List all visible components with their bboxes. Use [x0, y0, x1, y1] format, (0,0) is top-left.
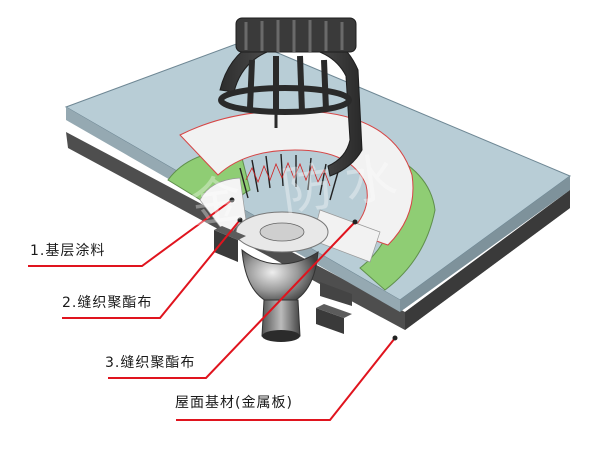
callout-dots [229, 197, 398, 341]
label-roof-substrate: 屋面基材(金属板) [175, 395, 293, 411]
metal-substrate [66, 132, 570, 330]
roof-slab-side [400, 176, 570, 312]
drain-bowl [241, 248, 319, 307]
drain-flange-inner [259, 222, 305, 242]
fabric-slits-red [245, 161, 331, 187]
callout-lines [28, 199, 396, 421]
strainer-cage [218, 17, 363, 177]
label-polyester-fabric-3: 3.缝织聚酯布 [105, 355, 196, 371]
clamp-bracket-right [316, 282, 352, 334]
label-base-coating: 1.基层涂料 [30, 243, 106, 259]
label-polyester-fabric-2: 2.缝织聚酯布 [62, 295, 153, 311]
fabric-slits [239, 153, 339, 201]
pipe-opening [262, 330, 300, 342]
